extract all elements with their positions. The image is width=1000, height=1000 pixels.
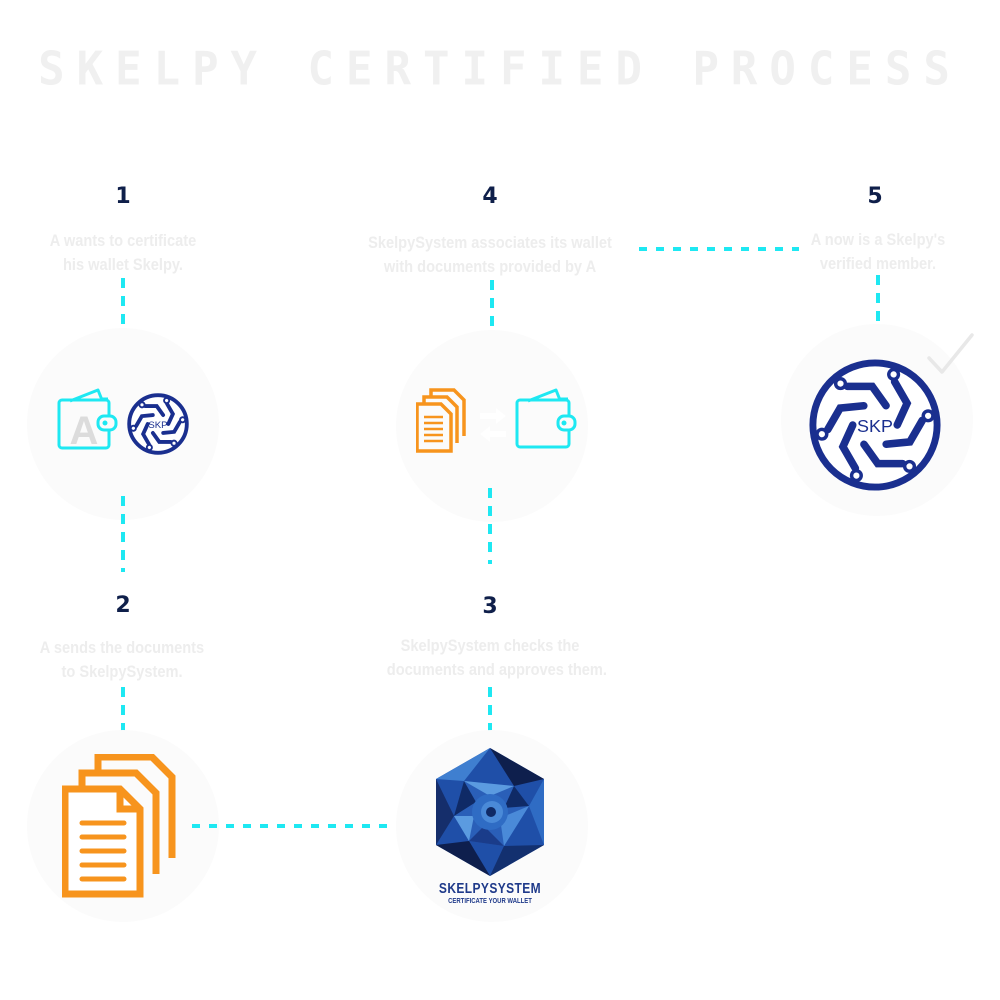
step-4-text-line: with documents provided by A [383, 257, 597, 276]
documents-icon [416, 388, 466, 453]
step-3-text-line: documents and approves them. [386, 660, 607, 679]
step-1-text-line: A wants to certificate [49, 231, 197, 250]
documents-icon [62, 754, 176, 898]
connector-4-5 [639, 247, 799, 251]
skp-logo-text: SKP [148, 420, 167, 431]
step-5-text-line: verified member. [819, 254, 937, 273]
step-3-text: SkelpySystem checks the documents and ap… [386, 634, 607, 682]
step-5-number: 5 [867, 184, 883, 209]
step-4-text: SkelpySystem associates its wallet with … [365, 231, 614, 279]
checkmark-icon [927, 333, 974, 374]
wallet-letter: A [70, 409, 99, 450]
connector-1-top [121, 278, 125, 350]
connector-2-3 [192, 824, 388, 828]
step-2-number: 2 [115, 593, 131, 618]
step-1-text-line: his wallet Skelpy. [63, 255, 183, 274]
skp-logo-icon: SKP [127, 393, 189, 455]
skp-logo-text: SKP [857, 416, 893, 436]
step-5-text-line: A now is a Skelpy's [810, 230, 946, 249]
skelpysystem-logo-icon [436, 748, 544, 876]
step-3-number: 3 [482, 594, 498, 619]
exchange-arrows-icon [480, 408, 506, 442]
skelpysystem-tagline: CERTIFICATE YOUR WALLET [448, 898, 532, 905]
connector-2-top [121, 687, 125, 745]
step-2-text-line: A sends the documents [39, 638, 205, 657]
step-1-number: 1 [115, 184, 131, 209]
connector-3-4 [488, 488, 492, 564]
connector-5-top [876, 275, 880, 335]
connector-4-top [490, 280, 494, 342]
step-4-text-line: SkelpySystem associates its wallet [368, 233, 612, 252]
wallet-a-icon: A [57, 388, 118, 450]
step-3-text-line: SkelpySystem checks the [400, 636, 580, 655]
step-2-text: A sends the documents to SkelpySystem. [36, 636, 208, 684]
connector-3-bottom [488, 687, 492, 735]
step-4-number: 4 [482, 184, 498, 209]
step-5-text: A now is a Skelpy's verified member. [792, 228, 964, 276]
step-2-text-line: to SkelpySystem. [61, 662, 183, 681]
skelpysystem-name: SKELPYSYSTEM [438, 880, 542, 897]
connector-1-2 [121, 496, 125, 572]
page-title: SKELPY CERTIFIED PROCESS [38, 42, 962, 97]
skp-logo-icon: SKP [809, 359, 941, 491]
wallet-icon [515, 388, 577, 449]
step-1-text: A wants to certificate his wallet Skelpy… [37, 229, 209, 277]
